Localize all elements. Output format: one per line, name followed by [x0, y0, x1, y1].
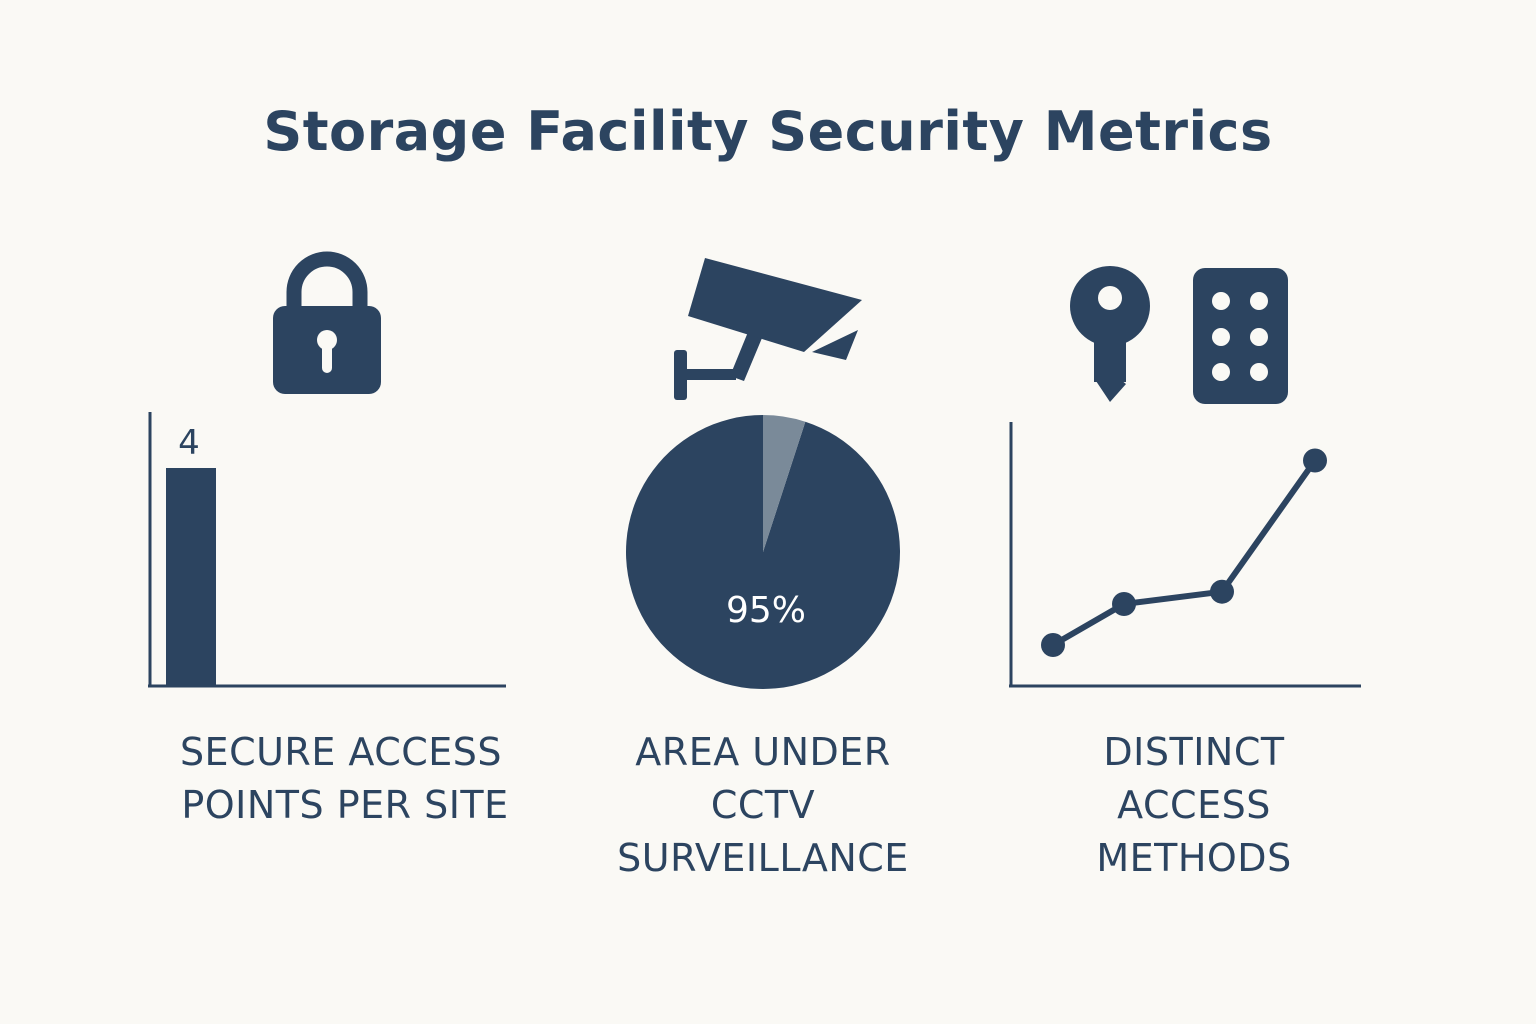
padlock-icon [273, 251, 381, 394]
cctv-camera-icon [674, 258, 862, 400]
pie-chart-cctv-coverage: 95% [625, 415, 900, 689]
page-title: Storage Facility Security Metrics [263, 100, 1273, 163]
caption-line: SURVEILLANCE [617, 836, 909, 880]
bar-data-label: 4 [178, 423, 200, 463]
caption-line: DISTINCT [1103, 730, 1285, 774]
pie-slice [625, 415, 900, 689]
caption-access-methods: DISTINCT ACCESS METHODS [984, 726, 1404, 885]
line-chart-access-methods [1009, 422, 1361, 688]
line-point [1112, 592, 1136, 616]
caption-line: SECURE ACCESS [179, 730, 503, 774]
pie-slice [763, 415, 806, 552]
caption-access-points: SECURE ACCESS POINTS PER SITE [131, 726, 551, 832]
line-point [1210, 579, 1234, 604]
caption-line: ACCESS [1117, 783, 1271, 827]
key-icon [1070, 266, 1150, 402]
line-point [1303, 448, 1327, 473]
line-point [1041, 633, 1065, 657]
bar [166, 468, 216, 686]
caption-line: POINTS PER SITE [181, 783, 509, 827]
bar-chart-access-points: 4 [148, 412, 506, 688]
keypad-icon [1193, 268, 1288, 404]
line-series [1051, 458, 1318, 648]
caption-line: CCTV [710, 783, 816, 827]
caption-cctv: AREA UNDER CCTV SURVEILLANCE [553, 726, 973, 885]
pie-data-label: 95% [726, 590, 806, 631]
caption-line: AREA UNDER [635, 730, 891, 774]
caption-line: METHODS [1096, 836, 1292, 880]
